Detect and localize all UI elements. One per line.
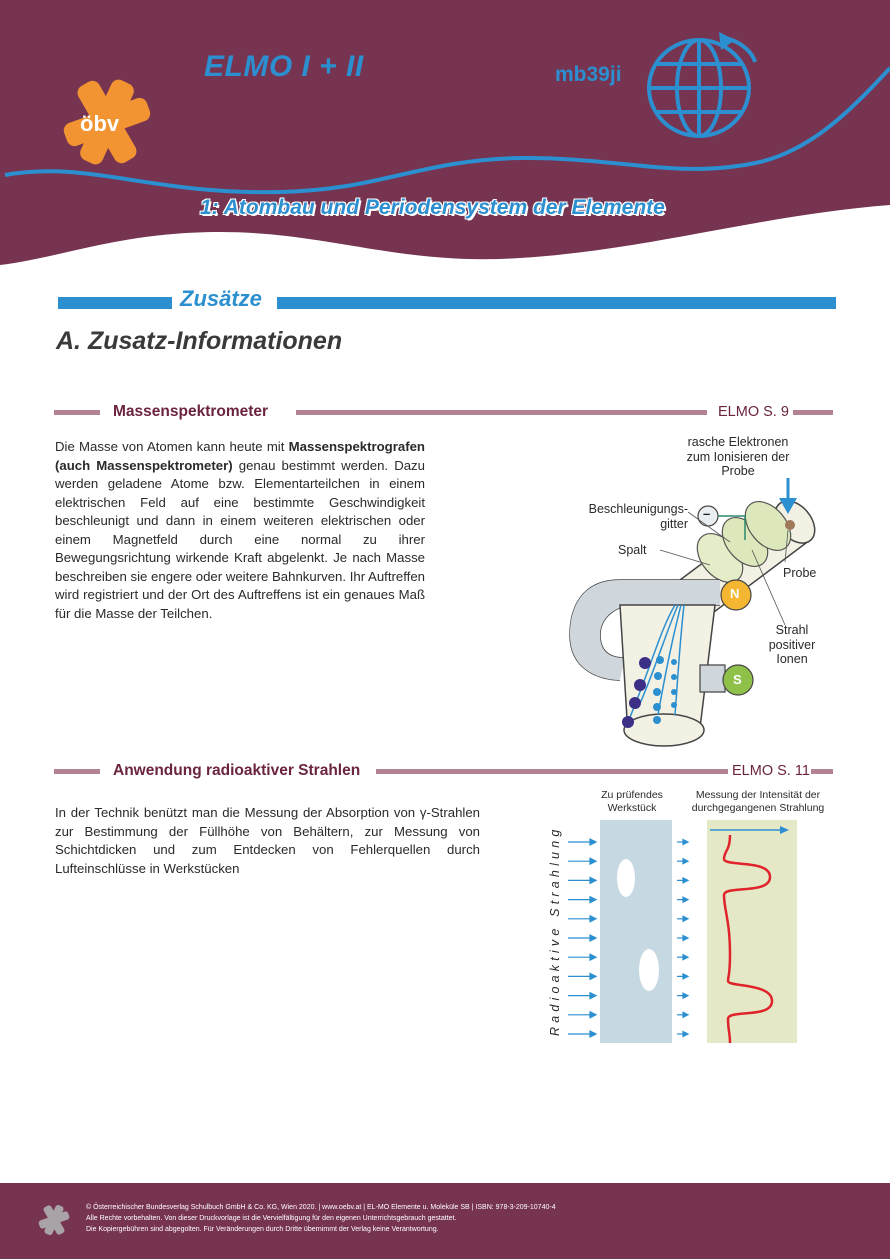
radiation-arrowhead-out bbox=[682, 1030, 690, 1038]
subsection-title-massenspektrometer: Massenspektrometer bbox=[113, 403, 269, 420]
pole-s bbox=[722, 664, 754, 696]
radiation-arrowhead-out bbox=[682, 838, 690, 846]
elmo-ref-s9: ELMO S. 9 bbox=[718, 404, 789, 420]
workpiece bbox=[600, 820, 672, 1043]
radiation-arrowhead-out bbox=[682, 876, 690, 884]
radiation-arrowhead-in bbox=[589, 953, 598, 962]
massenspektrometer-text: Die Masse von Atomen kann heute mit Mass… bbox=[55, 439, 425, 621]
oebv-logo bbox=[63, 79, 151, 165]
radiation-arrowhead-out bbox=[682, 1011, 690, 1019]
radiation-arrowhead-in bbox=[589, 1030, 598, 1038]
radiation-arrowhead-in bbox=[589, 1010, 598, 1019]
pole-n-label: N bbox=[730, 586, 740, 601]
radiation-arrowhead-out bbox=[682, 953, 690, 961]
footer: © Österreichischer Bundesverlag Schulbuc… bbox=[0, 1183, 890, 1259]
radiation-arrowhead-in bbox=[589, 895, 598, 904]
mass-spectrometer-diagram bbox=[569, 478, 816, 747]
radiation-arrowhead-out bbox=[682, 934, 690, 942]
label-beam: Strahl positiver Ionen bbox=[768, 623, 816, 666]
elmo-ref-s11: ELMO S. 11 bbox=[732, 763, 810, 779]
radiation-arrowhead-in bbox=[589, 972, 598, 981]
label-sample: Probe bbox=[783, 566, 817, 580]
radiation-arrowhead-out bbox=[682, 972, 690, 980]
label-slit: Spalt bbox=[618, 543, 647, 557]
measurement-panel bbox=[707, 820, 797, 1043]
radiation-arrowhead-in bbox=[589, 914, 598, 923]
section-bar-right bbox=[277, 297, 836, 309]
oebv-footer-logo bbox=[38, 1204, 70, 1236]
rule-left-2 bbox=[54, 769, 100, 774]
radioaktiv-text: In der Technik benützt man die Messung d… bbox=[55, 805, 480, 876]
intensity-curve bbox=[722, 834, 774, 1044]
radiation-arrowhead-out bbox=[682, 992, 690, 1000]
pole-s-label: S bbox=[733, 672, 742, 687]
radiation-arrowhead-out bbox=[682, 857, 690, 865]
rule-right bbox=[793, 410, 833, 415]
header-band bbox=[0, 0, 890, 265]
logo-text: öbv bbox=[80, 111, 120, 136]
radiation-arrowhead-in bbox=[589, 934, 598, 942]
footer-line-1: © Österreichischer Bundesverlag Schulbuc… bbox=[86, 1204, 556, 1211]
radiation-arrowhead-out bbox=[682, 915, 690, 923]
label-grid: Beschleunigungs-gitter bbox=[588, 502, 688, 531]
subsection-title-radioaktiv: Anwendung radioaktiver Strahlen bbox=[113, 762, 361, 779]
label-radiation: Radioaktive Strahlung bbox=[548, 825, 562, 1037]
rule-mid-2 bbox=[376, 769, 728, 774]
label-electrons: rasche Elektronen zum Ionisieren der Pro… bbox=[686, 435, 790, 478]
radiation-arrowhead-in bbox=[589, 876, 598, 885]
header-code: mb39ji bbox=[555, 63, 622, 86]
rule-right-2 bbox=[811, 769, 833, 774]
footer-line-2: Alle Rechte vorbehalten. Von dieser Druc… bbox=[86, 1215, 457, 1222]
radiation-arrowhead-in bbox=[589, 838, 598, 846]
label-workpiece: Zu prüfendes Werkstück bbox=[601, 789, 663, 814]
page-heading: A. Zusatz-Informationen bbox=[56, 327, 343, 355]
rule-left bbox=[54, 410, 100, 415]
radiation-arrowhead-in bbox=[589, 857, 598, 866]
radiation-arrowhead-out bbox=[682, 896, 690, 904]
header-title: ELMO I + II bbox=[204, 50, 364, 83]
globe-icon bbox=[647, 32, 757, 138]
minus-label: – bbox=[703, 506, 711, 521]
chapter-title: 1: Atombau und Periodensystem der Elemen… bbox=[200, 196, 665, 219]
section-bar-left bbox=[58, 297, 172, 309]
pole-n bbox=[720, 579, 752, 611]
rule-mid bbox=[296, 410, 707, 415]
section-title: Zusätze bbox=[180, 286, 262, 311]
radiation-diagram bbox=[568, 820, 797, 1044]
footer-line-3: Die Kopiergebühren sind abgegolten. Für … bbox=[86, 1226, 439, 1233]
label-measurement: Messung der Intensität der durchgegangen… bbox=[691, 789, 825, 814]
radiation-arrowhead-in bbox=[589, 991, 598, 1000]
